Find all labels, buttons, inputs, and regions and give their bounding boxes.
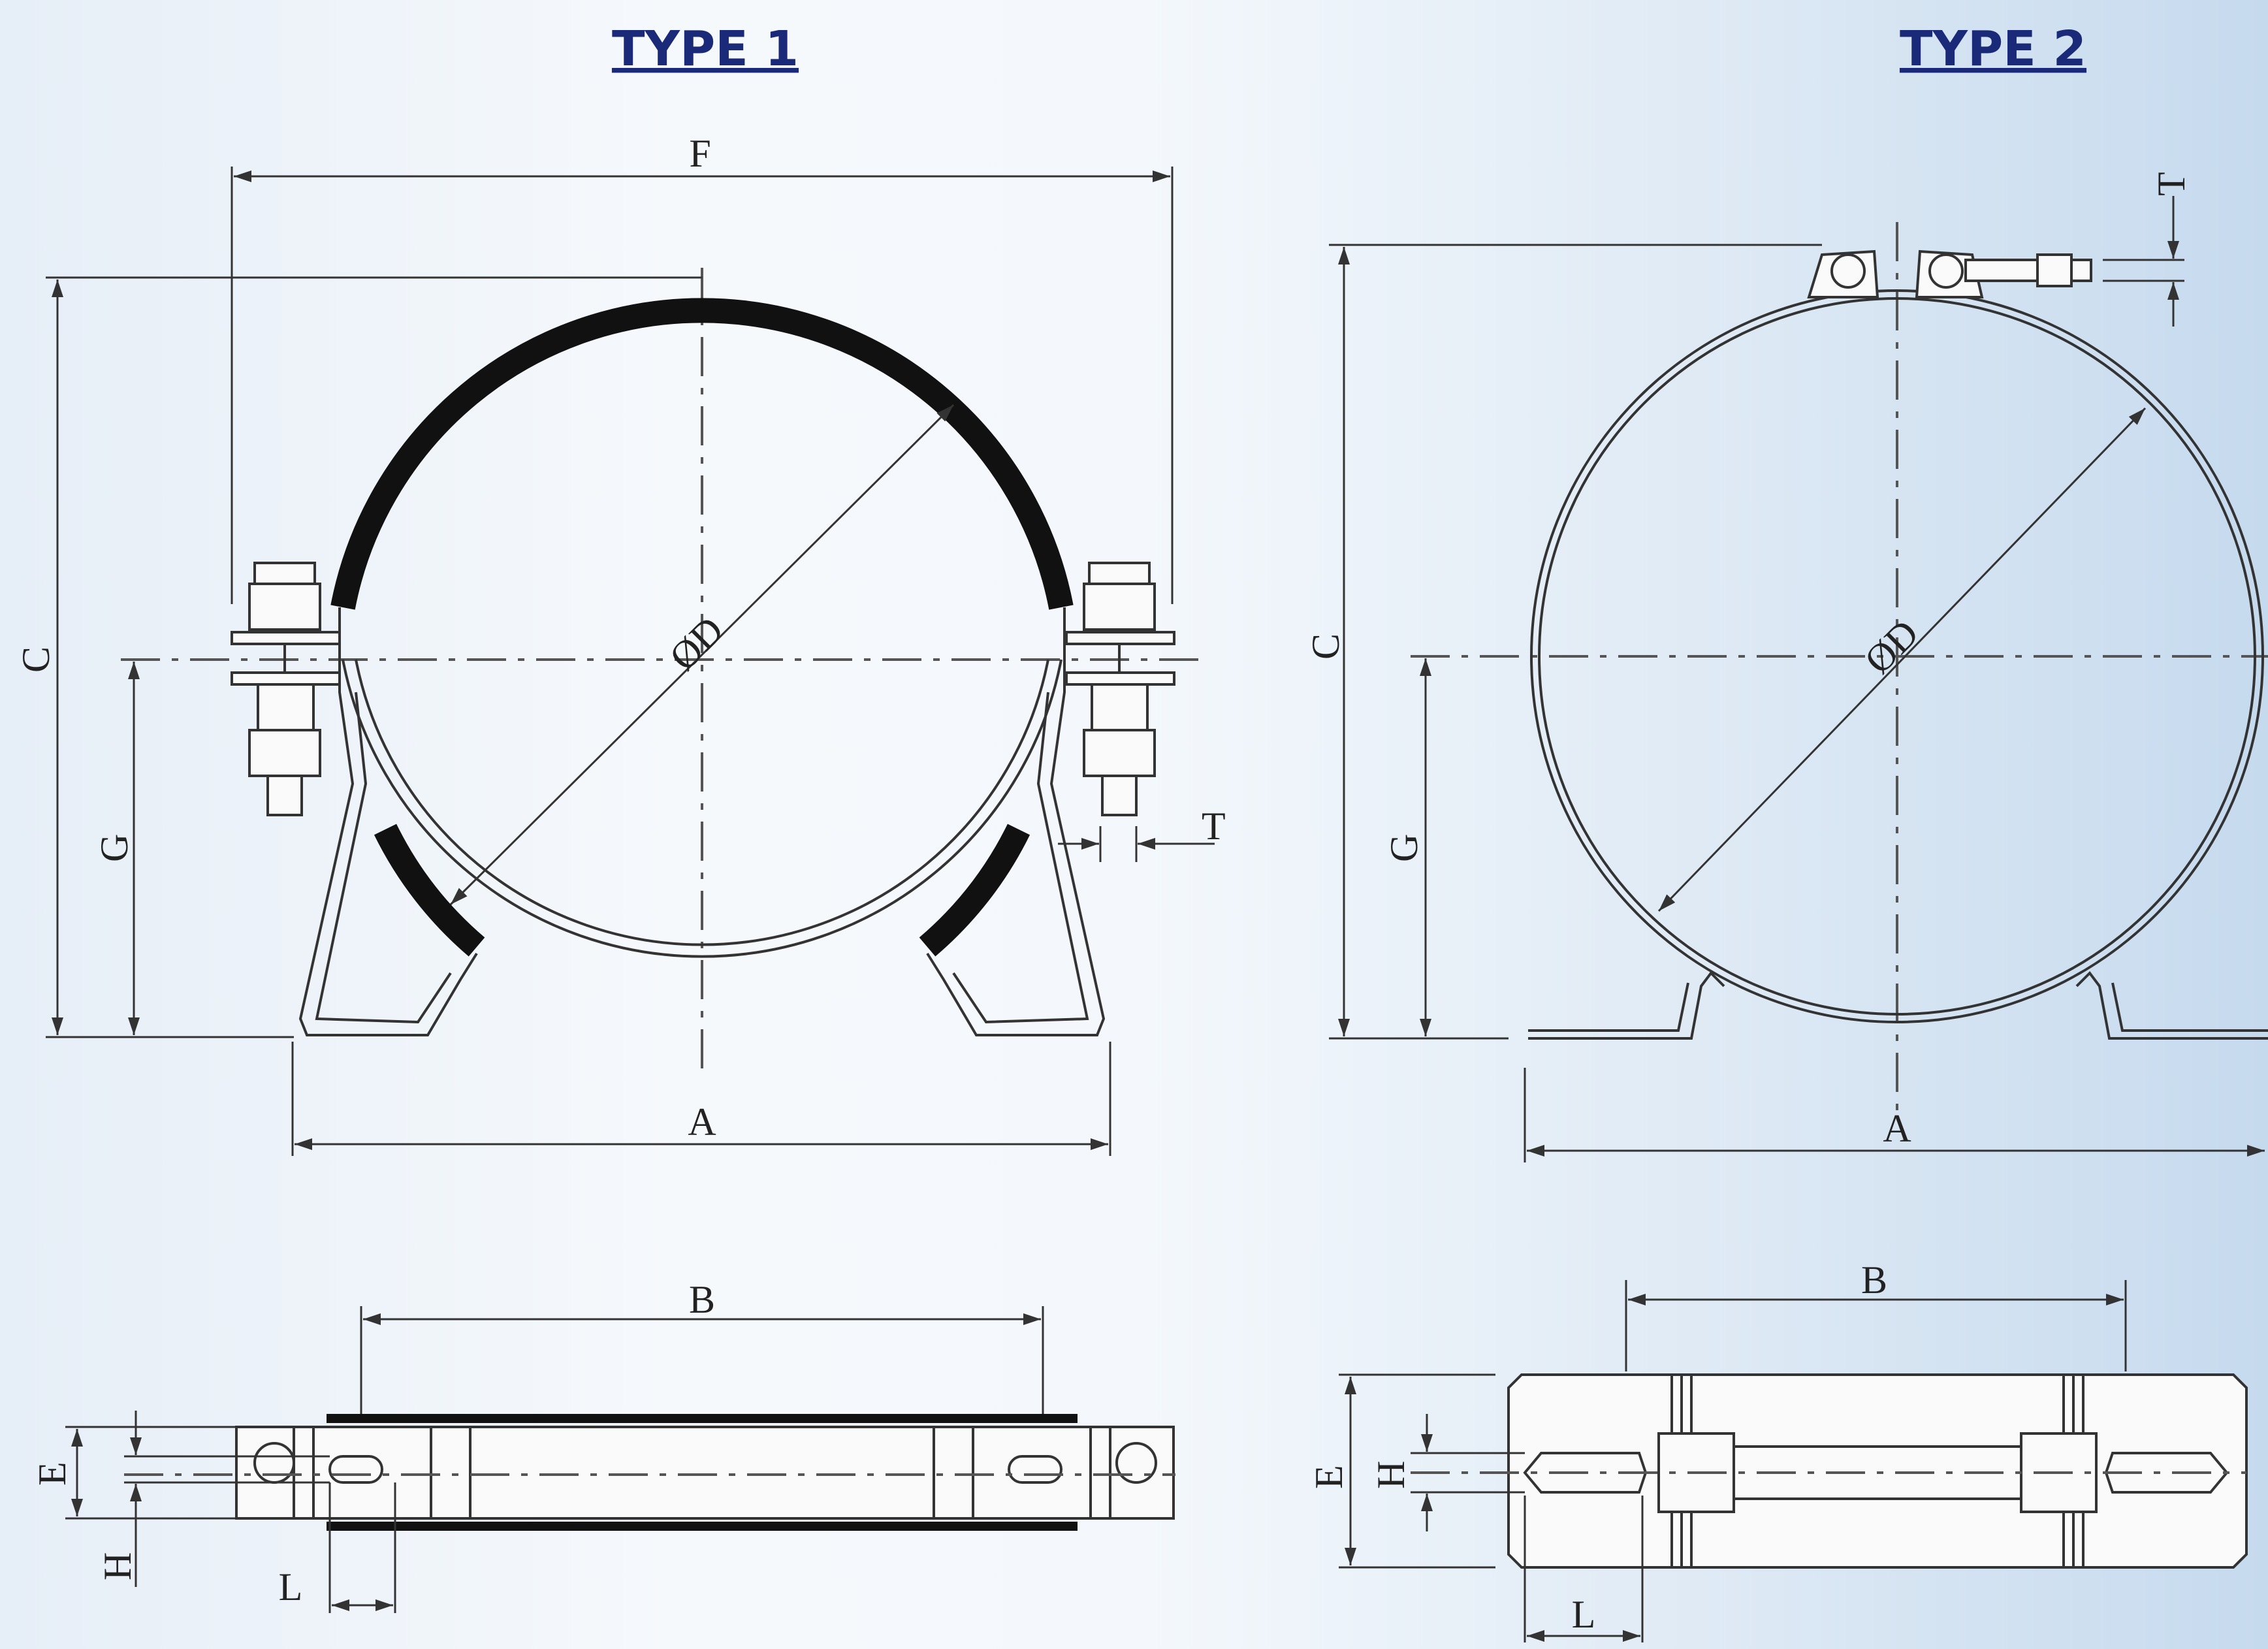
type2-diameter-line: [1657, 407, 2147, 912]
type1-slot-left: [328, 1455, 383, 1484]
type1-label-H: H: [96, 1552, 139, 1580]
type2-title: TYPE 2: [1900, 21, 2086, 77]
type2-label-G: G: [1382, 834, 1426, 862]
type1-rubber-strip-bottom: [327, 1522, 1078, 1531]
type2-foot-right-inner: [2111, 982, 2268, 1032]
type1-label-G: G: [93, 834, 136, 862]
type1-right-support: [926, 607, 1106, 1036]
type2-label-T: T: [2150, 172, 2193, 196]
type1-label-L: L: [279, 1565, 303, 1609]
type1-diameter-line: [449, 404, 955, 906]
type1-bolt-eye-left: [253, 1442, 295, 1484]
type2-base-outline: [1507, 1373, 2248, 1569]
type2-label-D: ØD: [1857, 611, 1927, 682]
type1-lower-rubber-right: [919, 824, 1030, 957]
type2-top-view: B E H L: [1307, 1258, 2248, 1642]
type1-slot-right: [1008, 1455, 1062, 1484]
type2-foot-left-inner: [1528, 982, 1689, 1032]
type2-front-view: ØD T C G A: [1304, 172, 2268, 1162]
type1-label-B: B: [689, 1278, 715, 1321]
type1-lower-band: [342, 659, 1062, 958]
type2-band-inner: [1538, 297, 2256, 1016]
type1-rubber-strip-top: [327, 1414, 1078, 1423]
type2-label-B: B: [1861, 1258, 1887, 1302]
type1-right-support-inner: [952, 692, 1089, 1024]
type1-label-D: ØD: [662, 608, 732, 679]
type1-lower-band-inner: [355, 659, 1049, 946]
type1-left-support: [298, 607, 478, 1036]
type1-title: TYPE 1: [612, 21, 799, 77]
type1-top-view: B E H L: [31, 1278, 1175, 1613]
type1-label-E: E: [31, 1462, 74, 1486]
type2-label-L: L: [1572, 1593, 1596, 1636]
type2-label-E: E: [1307, 1465, 1350, 1489]
type1-left-support-inner: [315, 692, 452, 1024]
type1-label-T: T: [1202, 805, 1226, 848]
type1-front-view: ØD F C G T A: [14, 132, 1226, 1156]
type1-left-bolt: [231, 562, 341, 816]
type2-foot-left: [1528, 970, 1725, 1040]
type1-right-bolt: [1065, 562, 1175, 816]
type1-label-A: A: [688, 1100, 716, 1144]
type2-label-C: C: [1304, 633, 1347, 660]
type2-section: TYPE 2 ØD: [1304, 21, 2268, 1642]
type1-bolt-eye-right: [1115, 1442, 1157, 1484]
type2-label-H: H: [1369, 1461, 1413, 1489]
type1-section: TYPE 1: [14, 21, 1226, 1613]
type2-foot-right: [2075, 970, 2268, 1040]
type1-label-F: F: [689, 132, 711, 175]
type2-label-A: A: [1883, 1107, 1911, 1150]
type1-upper-rubber-band: [330, 298, 1074, 610]
type1-lower-rubber-left: [374, 824, 485, 957]
type2-band-outer: [1530, 289, 2264, 1023]
type1-label-C: C: [14, 647, 57, 673]
type2-top-clamp: [1807, 249, 2092, 298]
